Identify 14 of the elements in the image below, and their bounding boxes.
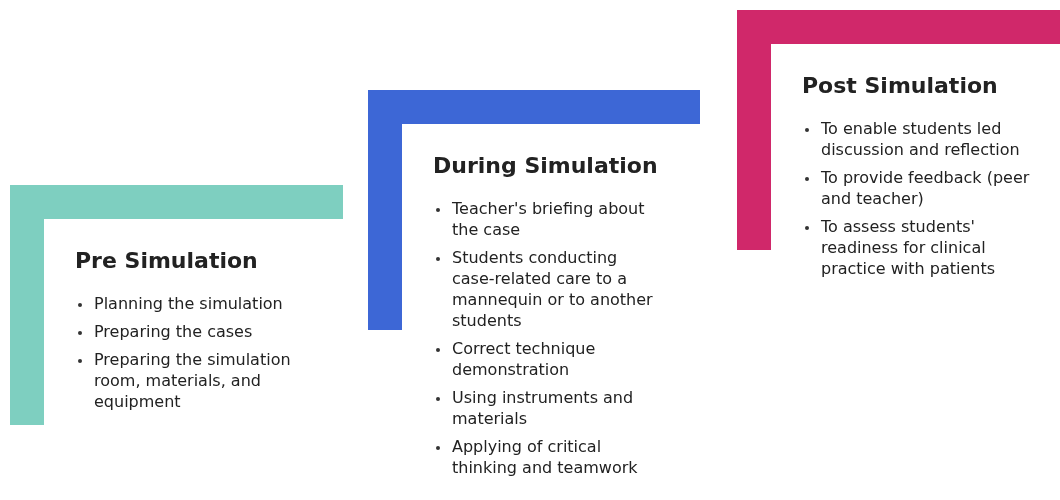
section-heading: Post Simulation <box>802 73 998 98</box>
bullet-item: Applying of critical thinking and teamwork <box>433 436 658 478</box>
bullet-item: Preparing the cases <box>75 321 325 342</box>
bullet-item: To enable students led discussion and reflection <box>802 118 1038 160</box>
bullet-item: Teacher's briefing about the case <box>433 198 658 240</box>
bullet-item: Planning the simulation <box>75 293 325 314</box>
section-heading: During Simulation <box>433 153 658 178</box>
bullet-item: Preparing the simulation room, materials, and equipment <box>75 349 325 412</box>
section-heading: Pre Simulation <box>75 248 258 273</box>
bullet-item: To assess students' readiness for clinical practice with patients <box>802 216 1038 279</box>
bullet-item: To provide feedback (peer and teacher) <box>802 167 1038 209</box>
bullet-item: Students conducting case-related care to a mannequin or to another students <box>433 247 658 331</box>
bullet-item: Using instruments and materials <box>433 387 658 429</box>
bullet-item: Correct technique demonstration <box>433 338 658 380</box>
